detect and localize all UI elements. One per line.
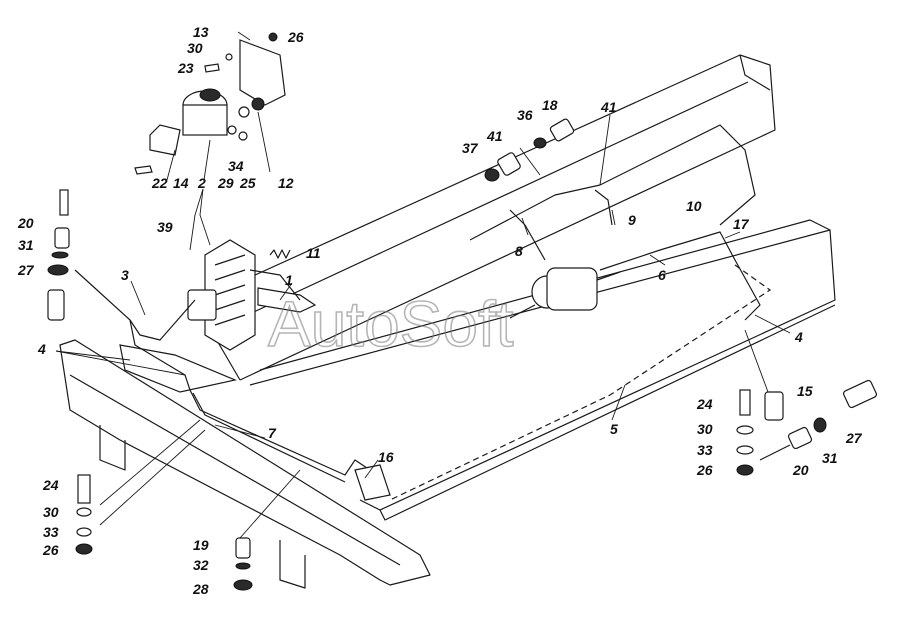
bottom-center-fittings bbox=[233, 537, 253, 591]
callout-16: 16 bbox=[378, 449, 394, 465]
callout-24-left: 24 bbox=[42, 477, 59, 493]
callout-30: 30 bbox=[187, 40, 203, 56]
callout-37: 37 bbox=[462, 140, 479, 156]
spring bbox=[269, 249, 291, 259]
right-bottom-fittings bbox=[736, 379, 878, 476]
callout-27-right: 27 bbox=[845, 430, 863, 446]
callout-26: 26 bbox=[287, 29, 304, 45]
callout-7: 7 bbox=[268, 425, 277, 441]
callout-20-left: 20 bbox=[17, 215, 34, 231]
callout-36: 36 bbox=[517, 107, 533, 123]
left-fittings bbox=[47, 189, 70, 321]
callout-25: 25 bbox=[239, 175, 256, 191]
callout-41-left: 41 bbox=[486, 128, 503, 144]
callout-39: 39 bbox=[157, 219, 173, 235]
callout-3: 3 bbox=[121, 267, 129, 283]
callout-numbers: 13 26 30 23 22 14 2 29 25 34 12 39 11 1 … bbox=[17, 24, 863, 597]
bottom-left-fasteners bbox=[75, 474, 93, 555]
callout-33-left: 33 bbox=[43, 524, 59, 540]
callout-31-left: 31 bbox=[18, 237, 34, 253]
callout-32: 32 bbox=[193, 557, 209, 573]
callout-4-left: 4 bbox=[37, 341, 46, 357]
pedal-bracket bbox=[119, 239, 317, 393]
callout-31-right: 31 bbox=[822, 450, 838, 466]
callout-41-right: 41 bbox=[600, 99, 617, 115]
right-top-fittings bbox=[484, 118, 575, 182]
callout-28: 28 bbox=[192, 581, 209, 597]
callout-13: 13 bbox=[193, 24, 209, 40]
callout-29: 29 bbox=[217, 175, 234, 191]
callout-22: 22 bbox=[151, 175, 168, 191]
callout-30-right: 30 bbox=[697, 421, 713, 437]
callout-14: 14 bbox=[173, 175, 189, 191]
callout-8: 8 bbox=[515, 243, 523, 259]
callout-18: 18 bbox=[542, 97, 558, 113]
hydraulic-lines-left bbox=[74, 269, 391, 501]
callout-26-left: 26 bbox=[42, 542, 59, 558]
callout-26-right: 26 bbox=[696, 462, 713, 478]
cross-member bbox=[59, 339, 431, 589]
clutch-booster bbox=[509, 267, 621, 319]
callout-17: 17 bbox=[733, 216, 750, 232]
callout-34: 34 bbox=[228, 158, 244, 174]
callout-27-left: 27 bbox=[17, 262, 35, 278]
callout-4-right: 4 bbox=[794, 329, 803, 345]
leader-lines bbox=[55, 31, 791, 539]
callout-10: 10 bbox=[686, 198, 702, 214]
callout-6: 6 bbox=[658, 267, 666, 283]
watermark: AutoSoft bbox=[268, 288, 514, 360]
callout-24-right: 24 bbox=[696, 396, 713, 412]
callout-15: 15 bbox=[797, 383, 813, 399]
callout-1: 1 bbox=[285, 272, 293, 288]
frame-rail-upper bbox=[199, 54, 836, 521]
callout-9: 9 bbox=[628, 212, 636, 228]
callout-20-right: 20 bbox=[792, 462, 809, 478]
callout-30-left: 30 bbox=[43, 504, 59, 520]
callout-19: 19 bbox=[193, 537, 209, 553]
callout-11: 11 bbox=[306, 245, 321, 261]
callout-12: 12 bbox=[278, 175, 294, 191]
callout-5: 5 bbox=[610, 421, 618, 437]
callout-23: 23 bbox=[177, 60, 194, 76]
master-cylinder bbox=[134, 32, 286, 175]
callout-33-right: 33 bbox=[697, 442, 713, 458]
callout-2: 2 bbox=[197, 175, 206, 191]
hydraulic-lines-right bbox=[389, 124, 772, 501]
